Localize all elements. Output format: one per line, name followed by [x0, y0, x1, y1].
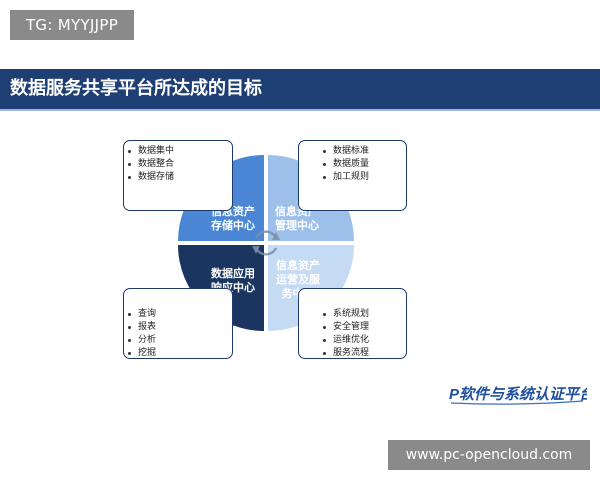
list-item: 分析 [124, 334, 232, 347]
list-item: 系统规划 [319, 308, 406, 321]
box-management-items: 数据标准 数据质量 加工规则 [298, 140, 407, 211]
watermark-url: www.pc-opencloud.com [388, 440, 590, 470]
cycle-arrows-icon [254, 230, 278, 256]
list-item: 数据集中 [124, 145, 232, 158]
box-operation-items: 系统规划 安全管理 运维优化 服务流程 [298, 288, 407, 359]
bullet-icon [323, 313, 326, 316]
box-storage-items: 数据集中 数据整合 数据存储 [123, 140, 233, 211]
label-tr-line2: 管理中心 [275, 218, 319, 232]
list-item: 报表 [124, 321, 232, 334]
logo-text: P软件与系统认证平台 [449, 385, 587, 403]
bullet-icon [323, 176, 326, 179]
list-item: 查询 [124, 308, 232, 321]
bullet-icon [323, 326, 326, 329]
label-br-line1: 信息资产 [276, 258, 320, 272]
bullet-icon [128, 176, 131, 179]
bullet-icon [323, 339, 326, 342]
bullet-icon [128, 326, 131, 329]
bullet-icon [323, 352, 326, 355]
page-title: 数据服务共享平台所达成的目标 [10, 78, 262, 99]
list-item: 数据存储 [124, 171, 232, 184]
title-underline [0, 109, 600, 111]
list-item: 运维优化 [319, 334, 406, 347]
list-item: 安全管理 [319, 321, 406, 334]
bullet-icon [323, 150, 326, 153]
tg-tag-overlay: TG: MYYJJPP [10, 10, 134, 40]
bullet-icon [323, 163, 326, 166]
list-item: 挖掘 [124, 347, 232, 360]
bullet-icon [128, 163, 131, 166]
list-item: 服务流程 [319, 347, 406, 360]
bullet-icon [128, 339, 131, 342]
label-br-line2: 运营及服 [276, 272, 321, 286]
label-tl-line2: 存储中心 [211, 218, 255, 232]
bullet-icon [128, 313, 131, 316]
list-item: 加工规则 [319, 171, 406, 184]
list-item: 数据质量 [319, 158, 406, 171]
list-item: 数据整合 [124, 158, 232, 171]
arrow-head-left-icon [252, 246, 260, 254]
title-band [0, 69, 600, 109]
bullet-icon [128, 150, 131, 153]
bullet-icon [128, 352, 131, 355]
arrow-head-right-icon [272, 232, 280, 240]
logo: P软件与系统认证平台 [449, 385, 587, 405]
label-bl-line1: 数据应用 [211, 266, 255, 280]
list-item: 数据标准 [319, 145, 406, 158]
box-application-items: 查询 报表 分析 挖掘 [123, 288, 233, 359]
logo-swoosh [450, 400, 584, 405]
